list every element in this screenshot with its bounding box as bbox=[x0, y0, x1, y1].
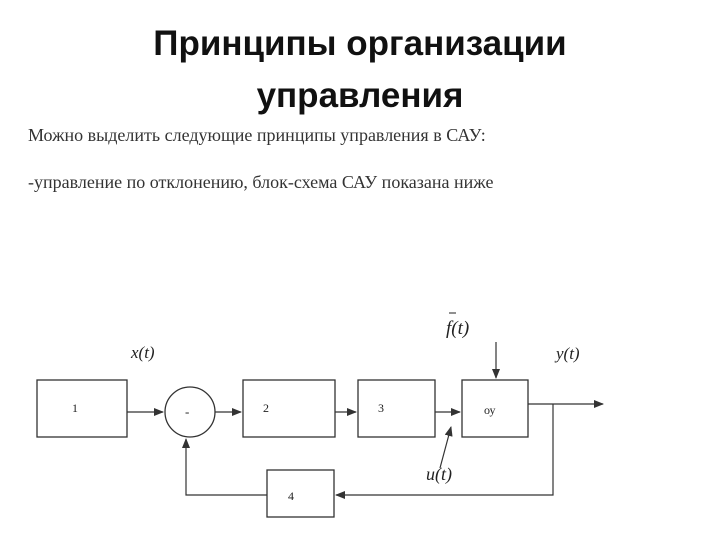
block-1 bbox=[36, 379, 128, 438]
summator bbox=[164, 386, 216, 438]
block-3-label: 3 bbox=[378, 401, 384, 415]
feedback-line-to-summator bbox=[182, 438, 267, 496]
control-object-label: оу bbox=[484, 403, 496, 417]
summator-sign: - bbox=[185, 404, 189, 419]
block-3 bbox=[357, 379, 436, 438]
intro-paragraph: Можно выделить следующие принципы управл… bbox=[28, 125, 486, 145]
block-4-label: 4 bbox=[288, 489, 294, 503]
signal-x-label: x(t) bbox=[130, 343, 155, 362]
block-2 bbox=[242, 379, 336, 438]
deviation-control-paragraph: -управление по отклонению, блок-схема СА… bbox=[28, 172, 494, 192]
control-signal-arrow bbox=[439, 426, 453, 469]
control-object-block bbox=[461, 379, 529, 438]
signal-f-label: f(t) bbox=[446, 318, 469, 339]
block-1-label: 1 bbox=[72, 401, 78, 415]
signal-y-label: y(t) bbox=[554, 344, 580, 363]
block-4 bbox=[266, 469, 335, 518]
block-2-label: 2 bbox=[263, 401, 269, 415]
signal-u-label: u(t) bbox=[426, 464, 452, 485]
title-line-2: управления bbox=[256, 76, 464, 115]
slide-title: Принципы организации управления bbox=[0, 18, 720, 122]
feedback-line-to-block4 bbox=[335, 404, 554, 499]
title-line-1: Принципы организации bbox=[153, 24, 567, 63]
